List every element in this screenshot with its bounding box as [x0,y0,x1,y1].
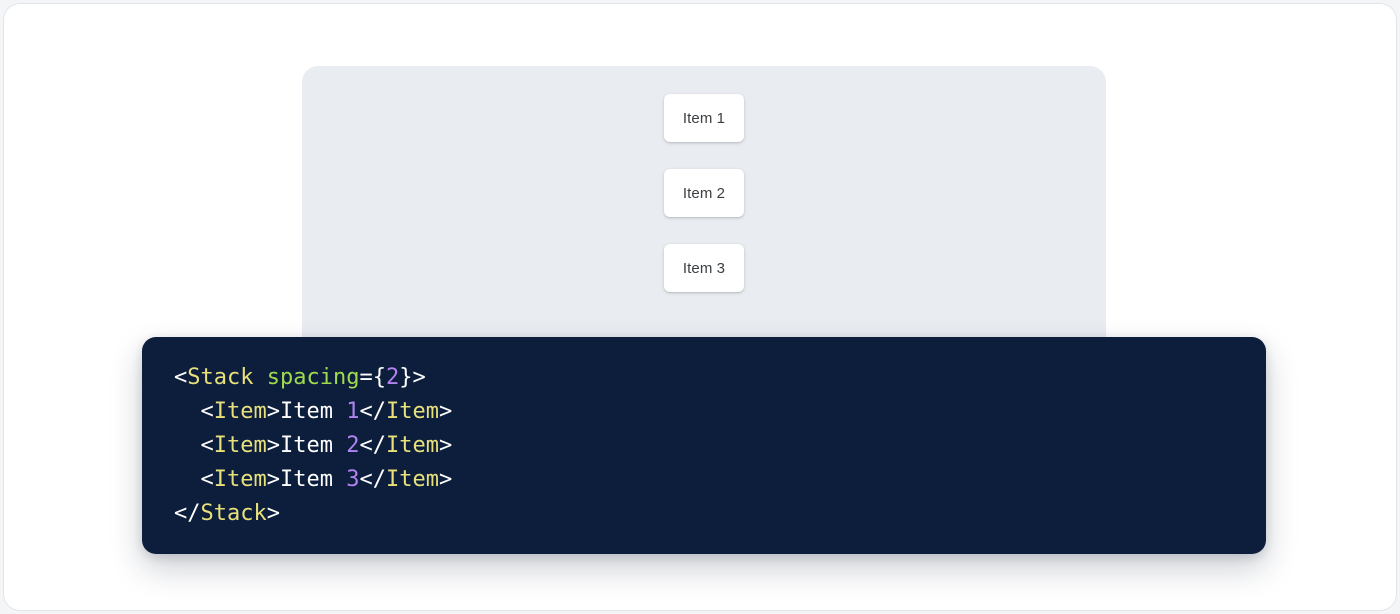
code-token-tag: Stack [187,365,254,390]
code-token-tag: Item [213,467,267,492]
code-token-punctuation: > [266,399,280,424]
code-line: </Stack> [174,501,280,526]
code-token-tag: Item [385,467,439,492]
stack-item[interactable]: Item 3 [664,244,744,292]
code-token-number: 2 [385,365,400,390]
code-line: <Item>Item 1</Item> [174,399,453,424]
code-token-punctuation: < [200,399,214,424]
stack-item-label: Item 3 [682,259,726,277]
stack-item-label: Item 2 [682,184,726,202]
code-token-punctuation [253,365,266,390]
code-snippet-text: <Stack spacing={2}> <Item>Item 1</Item> … [174,361,1266,531]
stack-item[interactable]: Item 1 [664,94,744,142]
code-token-punctuation: </ [174,501,201,526]
code-token-number: 3 [346,467,360,492]
code-token-tag: Item [213,399,267,424]
stack-item[interactable]: Item 2 [664,169,744,217]
code-token-tag: Stack [200,501,267,526]
code-token-punctuation: > [438,433,453,458]
stack-container: Item 1 Item 2 Item 3 [302,66,1106,366]
code-token-punctuation: > [266,467,280,492]
code-token-punctuation: </ [359,399,386,424]
code-token-punctuation: > [266,501,280,526]
component-preview-panel: Item 1 Item 2 Item 3 [302,66,1106,366]
code-token-text: Item [279,467,347,492]
code-token-punctuation: < [174,365,188,390]
code-token-text: Item [279,399,347,424]
code-token-text: Item [279,433,347,458]
code-snippet-block[interactable]: <Stack spacing={2}> <Item>Item 1</Item> … [142,337,1266,554]
code-token-tag: Item [385,399,439,424]
code-token-tag: Item [213,433,267,458]
stack-item-label: Item 1 [682,109,726,127]
code-token-punctuation: < [200,433,214,458]
code-token-punctuation: ={ [359,365,386,390]
code-line: <Item>Item 2</Item> [174,433,453,458]
code-token-punctuation: > [438,467,453,492]
code-token-attribute: spacing [266,365,360,390]
code-line: <Item>Item 3</Item> [174,467,453,492]
code-token-punctuation: > [438,399,453,424]
code-token-punctuation: }> [399,365,426,390]
code-token-punctuation: </ [359,433,386,458]
code-token-punctuation: < [200,467,214,492]
code-token-punctuation: </ [359,467,386,492]
code-token-number: 1 [346,399,360,424]
code-token-tag: Item [385,433,439,458]
code-line: <Stack spacing={2}> [174,365,426,390]
code-token-punctuation: > [266,433,280,458]
code-token-number: 2 [346,433,360,458]
